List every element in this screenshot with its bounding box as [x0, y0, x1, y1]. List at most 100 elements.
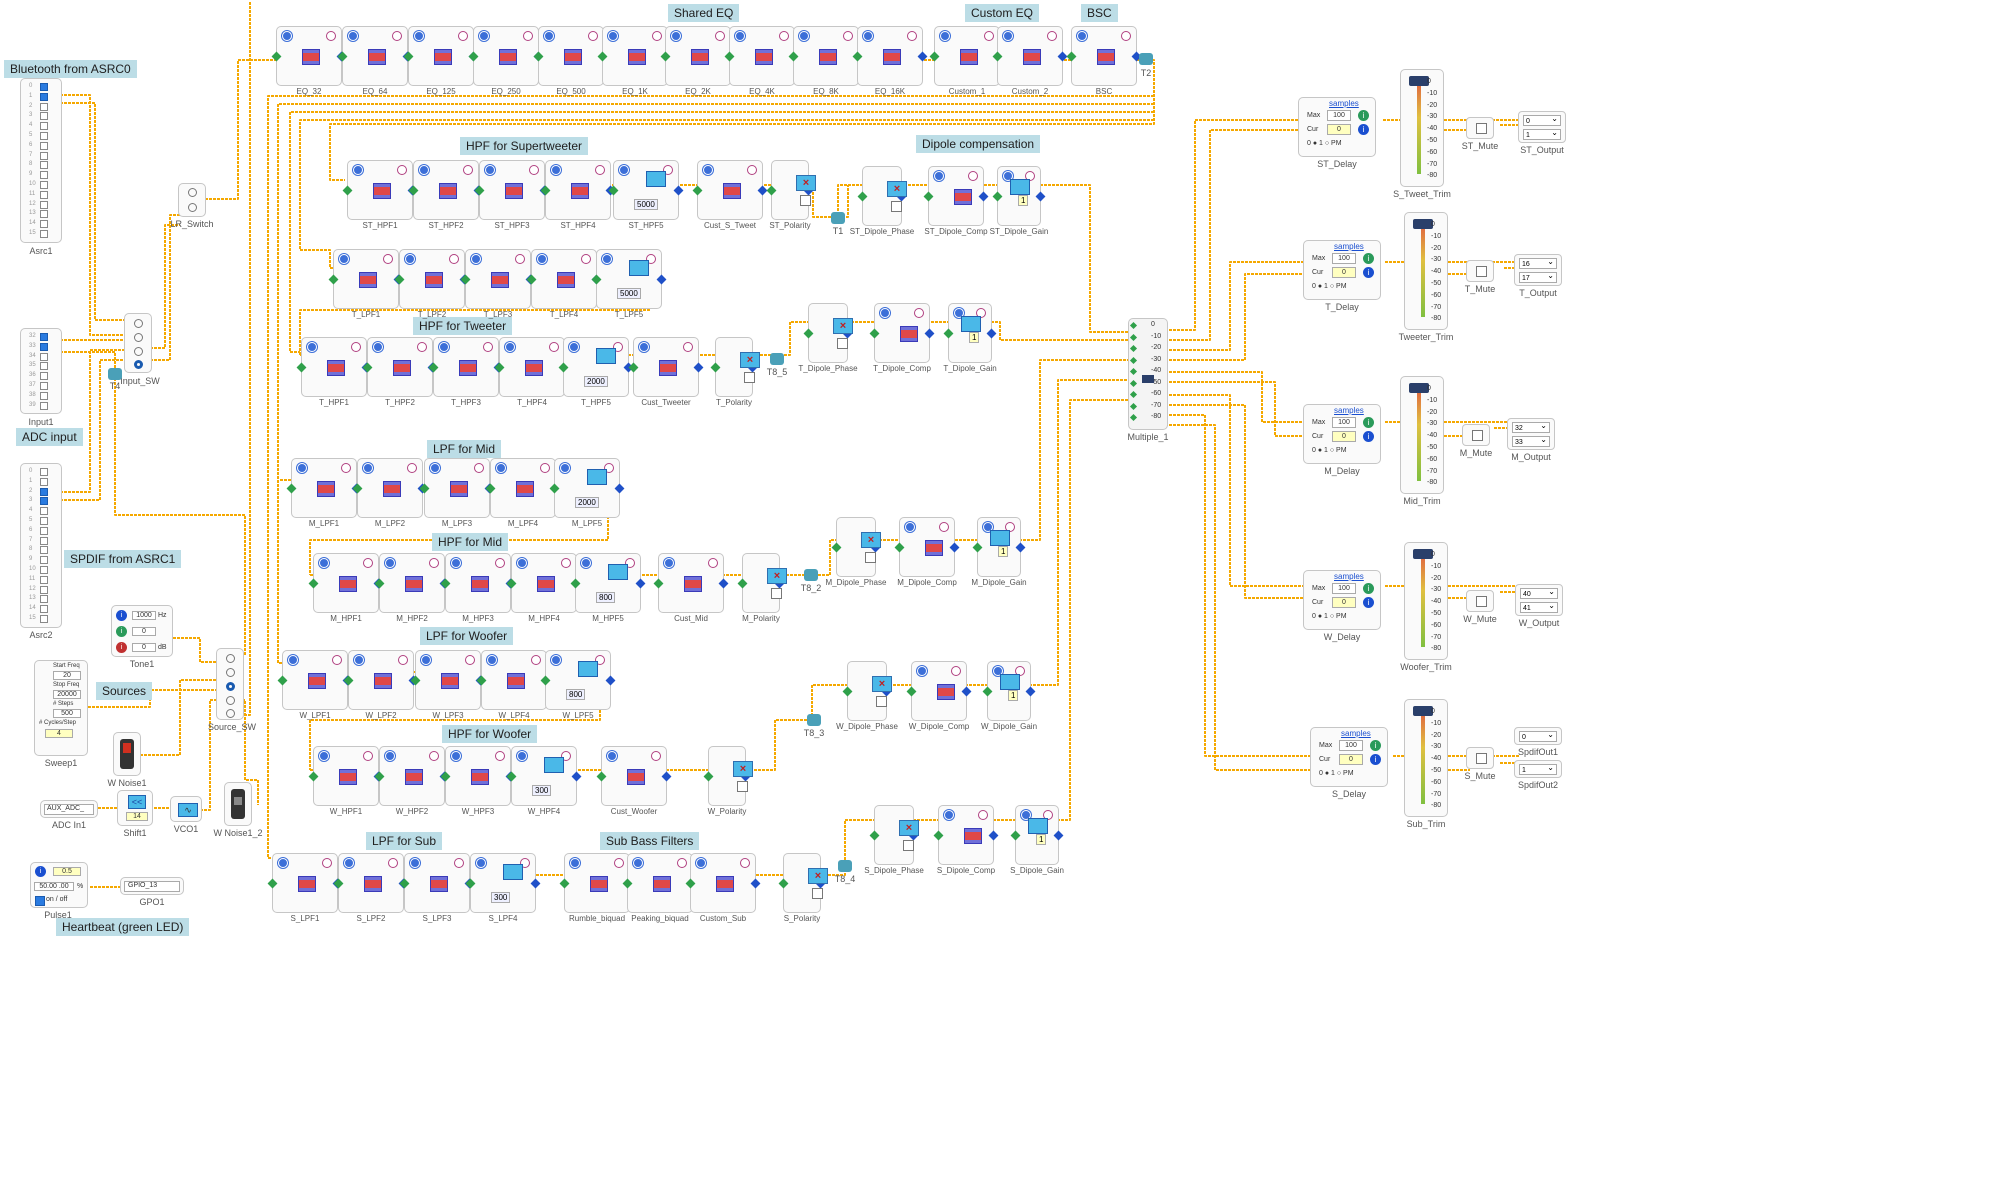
bypass-icon[interactable] — [363, 558, 373, 568]
junction[interactable] — [838, 860, 852, 872]
input-pin[interactable] — [831, 542, 842, 553]
bypass-icon[interactable] — [614, 858, 624, 868]
s-dipole-block[interactable] — [933, 805, 999, 865]
cur-value[interactable]: 0 — [1339, 754, 1363, 765]
channel-checkbox[interactable] — [40, 161, 48, 170]
bypass-icon[interactable] — [351, 342, 361, 352]
info-icon[interactable] — [476, 858, 486, 868]
w-hpf-block[interactable] — [374, 746, 450, 806]
trim-fader[interactable]: 0-10-20-30-40-50-60-70-80 — [1404, 212, 1448, 330]
multiple-input-pin[interactable] — [1129, 379, 1138, 387]
adc-in-block[interactable]: AUX_ADC_ — [40, 800, 98, 818]
bypass-icon[interactable] — [588, 31, 598, 41]
t-hpf-block[interactable] — [362, 337, 438, 397]
info-icon[interactable] — [344, 858, 354, 868]
info-icon[interactable] — [581, 558, 591, 568]
polarity-checkbox[interactable] — [876, 696, 887, 707]
bypass-icon[interactable] — [613, 342, 623, 352]
output-select[interactable]: 32 — [1512, 420, 1550, 433]
bypass-icon[interactable] — [914, 308, 924, 318]
wnoise2-block[interactable] — [224, 782, 252, 826]
input-pin[interactable] — [342, 185, 353, 196]
pulse-value[interactable]: 0.5 — [53, 867, 81, 876]
input-switch-radio-1[interactable] — [134, 319, 143, 328]
bypass-icon[interactable] — [341, 463, 351, 473]
t-hpf-block[interactable]: 2000 — [558, 337, 634, 397]
junction-t4[interactable] — [108, 368, 122, 380]
info-icon[interactable] — [373, 342, 383, 352]
bypass-icon[interactable] — [595, 165, 605, 175]
source-switch[interactable] — [216, 648, 244, 720]
output-select[interactable]: 16 — [1519, 256, 1557, 269]
info-icon[interactable] — [607, 751, 617, 761]
bypass-icon[interactable] — [392, 31, 402, 41]
info-icon[interactable] — [307, 342, 317, 352]
info-icon[interactable] — [619, 165, 629, 175]
info-icon[interactable]: i — [1363, 417, 1374, 428]
info-icon[interactable] — [569, 342, 579, 352]
input-pin[interactable] — [778, 878, 789, 889]
info-icon[interactable] — [385, 751, 395, 761]
sweep-steps[interactable]: 500 — [53, 709, 81, 718]
trim-fader[interactable]: 0-10-20-30-40-50-60-70-80 — [1400, 69, 1444, 187]
channel-checkbox[interactable] — [40, 342, 48, 351]
bypass-icon[interactable] — [458, 31, 468, 41]
channel-checkbox[interactable] — [40, 171, 48, 180]
max-value[interactable]: 100 — [1327, 110, 1351, 121]
s-block[interactable]: × — [778, 853, 828, 913]
input-pin[interactable] — [992, 191, 1003, 202]
output-pin[interactable] — [1053, 830, 1064, 841]
sweep-cycles[interactable]: 4 — [45, 729, 73, 738]
input-pin[interactable] — [842, 686, 853, 697]
bypass-icon[interactable] — [663, 165, 673, 175]
cur-value[interactable]: 0 — [1332, 267, 1356, 278]
samples-link[interactable]: samples — [1334, 406, 1364, 415]
output-select[interactable]: 33 — [1512, 434, 1550, 447]
bypass-icon[interactable] — [907, 31, 917, 41]
t-hpf-block[interactable] — [628, 337, 704, 397]
info-icon[interactable] — [282, 31, 292, 41]
bypass-icon[interactable] — [529, 165, 539, 175]
bypass-icon[interactable] — [740, 858, 750, 868]
polarity-checkbox[interactable] — [812, 888, 823, 899]
multiple-input-pin[interactable] — [1129, 413, 1138, 422]
bypass-icon[interactable] — [652, 31, 662, 41]
fader-knob[interactable] — [1409, 76, 1429, 86]
cutoff-value[interactable]: 1 — [1036, 834, 1047, 845]
input-pin[interactable] — [328, 274, 339, 285]
input-pin[interactable] — [308, 771, 319, 782]
output-pin[interactable] — [571, 771, 582, 782]
st-block[interactable] — [540, 160, 616, 220]
input-pin[interactable] — [869, 830, 880, 841]
lr-switch-radio-1[interactable] — [188, 188, 197, 197]
tone-freq[interactable]: 1000 — [132, 611, 156, 620]
channel-checkbox[interactable] — [40, 102, 48, 111]
input-pin[interactable] — [1010, 830, 1021, 841]
info-icon[interactable]: i — [1363, 583, 1374, 594]
t-lpf-block[interactable]: 5000 — [591, 249, 667, 309]
channel-checkbox[interactable] — [40, 181, 48, 189]
bypass-icon[interactable] — [843, 31, 853, 41]
m-hpf-block[interactable]: × — [737, 553, 787, 613]
shift-block[interactable]: << 14 — [117, 790, 153, 826]
polarity-checkbox[interactable] — [771, 588, 782, 599]
info-icon[interactable] — [703, 165, 713, 175]
bypass-icon[interactable] — [429, 558, 439, 568]
bypass-icon[interactable] — [715, 31, 725, 41]
t-lpf-block[interactable] — [526, 249, 602, 309]
info-icon[interactable] — [633, 858, 643, 868]
input-pin[interactable] — [692, 185, 703, 196]
input-pin[interactable] — [943, 328, 954, 339]
info-icon[interactable] — [671, 31, 681, 41]
eq-block[interactable] — [852, 26, 928, 86]
input-pin[interactable] — [906, 686, 917, 697]
channel-checkbox[interactable] — [40, 372, 48, 381]
t-dipole-block[interactable]: 1 — [943, 303, 997, 363]
info-icon[interactable] — [551, 165, 561, 175]
polarity-checkbox[interactable] — [737, 781, 748, 792]
delay-mode-radio[interactable]: 0 ● 1 ○ PM — [1319, 770, 1354, 777]
info-icon[interactable] — [560, 463, 570, 473]
